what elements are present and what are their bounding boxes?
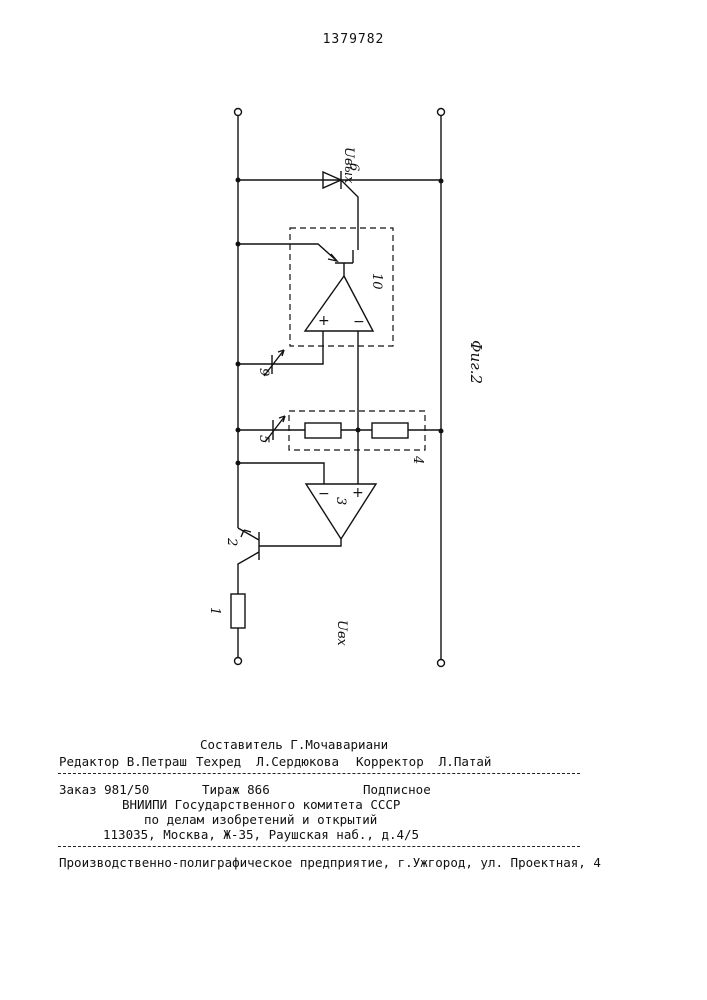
printer-line: Производственно-полиграфическое предприя… xyxy=(59,855,601,870)
separator-1 xyxy=(58,773,580,774)
org-line-3: 113035, Москва, Ж-35, Раушская наб., д.4… xyxy=(103,827,419,842)
editor-line: Редактор В.Петраш xyxy=(59,754,187,769)
compiler-line: Составитель Г.Мочавариани xyxy=(200,737,388,752)
org-line-1: ВНИИПИ Государственного комитета СССР xyxy=(122,797,400,812)
corrector-line: Корректор Л.Патай xyxy=(356,754,491,769)
circulation-line: Тираж 866 xyxy=(202,782,270,797)
separator-2 xyxy=(58,846,580,847)
subscription-line: Подписное xyxy=(363,782,431,797)
order-line: Заказ 981/50 xyxy=(59,782,149,797)
org-line-2: по делам изобретений и открытий xyxy=(144,812,377,827)
techred-line: Техред Л.Сердюкова xyxy=(196,754,339,769)
